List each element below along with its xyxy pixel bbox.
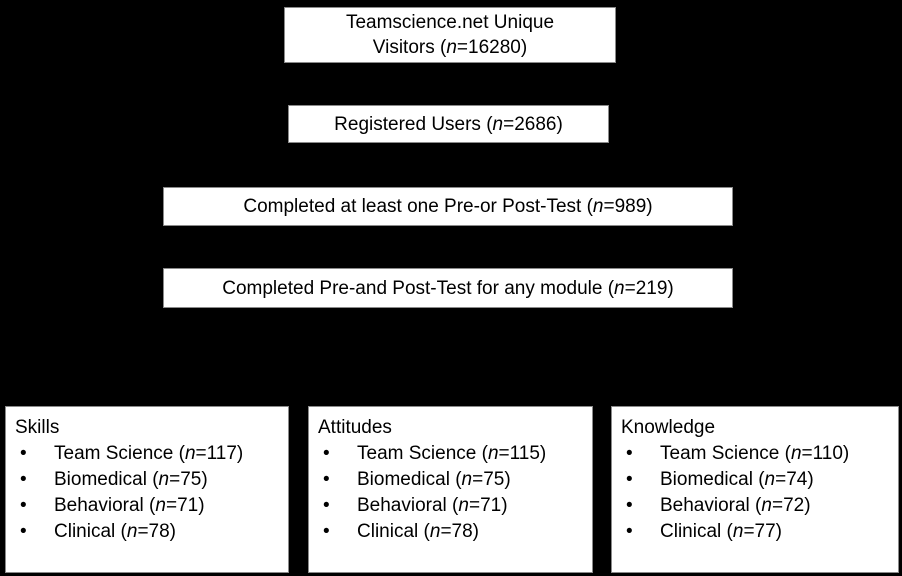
- list-item-label: Biomedical (n=74): [660, 469, 814, 490]
- list-item-label: Clinical (n=78): [54, 521, 176, 542]
- bullet-icon: •: [626, 521, 633, 542]
- flow-box-completed-pre-and-post-test: Completed Pre-and Post-Test for any modu…: [163, 268, 733, 308]
- category-list: • Team Science (n=115) • Biomedical (n=7…: [309, 441, 592, 545]
- flow-box-completed-pre-or-post-test: Completed at least one Pre-or Post-Test …: [163, 187, 733, 226]
- category-title: Skills: [15, 417, 60, 438]
- bullet-icon: •: [323, 495, 330, 516]
- category-title: Knowledge: [621, 417, 716, 438]
- flow-box-label: Completed Pre-and Post-Test for any modu…: [222, 277, 674, 299]
- flow-box-label: Registered Users (n=2686): [334, 113, 563, 135]
- bullet-icon: •: [20, 469, 27, 490]
- list-item-label: Biomedical (n=75): [357, 469, 511, 490]
- list-item: • Clinical (n=78): [309, 519, 592, 545]
- bullet-icon: •: [323, 469, 330, 490]
- list-item: • Biomedical (n=74): [612, 467, 898, 493]
- list-item: • Team Science (n=115): [309, 441, 592, 467]
- list-item: • Behavioral (n=72): [612, 493, 898, 519]
- list-item-label: Behavioral (n=71): [54, 495, 205, 516]
- list-item: • Biomedical (n=75): [6, 467, 288, 493]
- list-item-label: Team Science (n=115): [357, 443, 547, 464]
- bullet-icon: •: [323, 521, 330, 542]
- list-item-label: Behavioral (n=71): [357, 495, 508, 516]
- category-box-knowledge: Knowledge • Team Science (n=110) • Biome…: [611, 406, 899, 573]
- list-item: • Clinical (n=77): [612, 519, 898, 545]
- bullet-icon: •: [323, 443, 330, 464]
- category-list: • Team Science (n=110) • Biomedical (n=7…: [612, 441, 898, 545]
- list-item: • Team Science (n=110): [612, 441, 898, 467]
- category-title: Attitudes: [318, 417, 392, 438]
- list-item-label: Clinical (n=78): [357, 521, 479, 542]
- bullet-icon: •: [20, 495, 27, 516]
- list-item-label: Clinical (n=77): [660, 521, 782, 542]
- list-item-label: Biomedical (n=75): [54, 469, 208, 490]
- list-item: • Behavioral (n=71): [6, 493, 288, 519]
- bullet-icon: •: [626, 469, 633, 490]
- flow-box-registered-users: Registered Users (n=2686): [288, 105, 609, 143]
- bullet-icon: •: [20, 443, 27, 464]
- category-box-skills: Skills • Team Science (n=117) • Biomedic…: [5, 406, 289, 573]
- list-item: • Biomedical (n=75): [309, 467, 592, 493]
- bullet-icon: •: [626, 495, 633, 516]
- list-item-label: Team Science (n=110): [660, 443, 850, 464]
- bullet-icon: •: [626, 443, 633, 464]
- list-item: • Behavioral (n=71): [309, 493, 592, 519]
- list-item: • Clinical (n=78): [6, 519, 288, 545]
- list-item: • Team Science (n=117): [6, 441, 288, 467]
- list-item-label: Behavioral (n=72): [660, 495, 811, 516]
- bullet-icon: •: [20, 521, 27, 542]
- category-box-attitudes: Attitudes • Team Science (n=115) • Biome…: [308, 406, 593, 573]
- flow-box-label: Completed at least one Pre-or Post-Test …: [243, 196, 653, 217]
- list-item-label: Team Science (n=117): [54, 443, 244, 464]
- category-list: • Team Science (n=117) • Biomedical (n=7…: [6, 441, 288, 545]
